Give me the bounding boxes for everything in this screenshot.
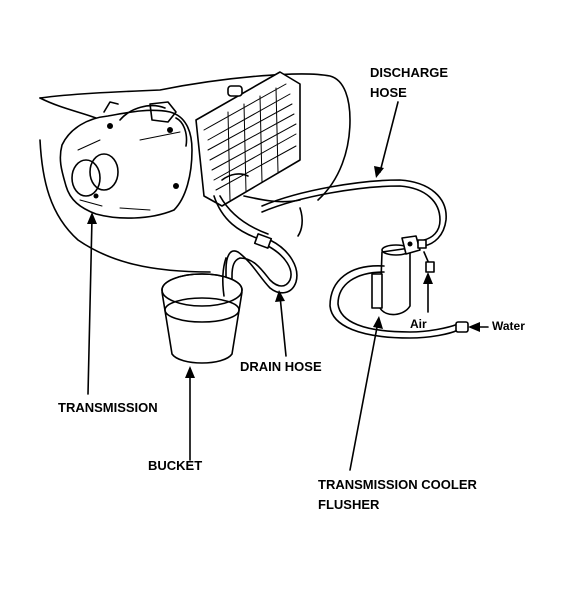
- bucket-label: BUCKET: [148, 458, 203, 473]
- drain-hose: [225, 233, 298, 294]
- flusher-loop-hose: [329, 265, 469, 339]
- water-label: Water: [492, 319, 525, 333]
- discharge-hose: [261, 179, 447, 247]
- flusher-label-line1: TRANSMISSION COOLER: [318, 477, 477, 492]
- vehicle-body: [39, 73, 351, 273]
- air-label: Air: [410, 317, 427, 331]
- drain-hose-label: DRAIN HOSE: [240, 359, 322, 374]
- flusher-label-line2: FLUSHER: [318, 497, 380, 512]
- transmission: [59, 101, 193, 219]
- pointer-arrows: [87, 101, 489, 471]
- cooler-flusher: [371, 235, 435, 316]
- discharge-hose-label-line2: HOSE: [370, 85, 407, 100]
- bucket: [161, 257, 243, 364]
- transmission-label: TRANSMISSION: [58, 400, 158, 415]
- radiator: [195, 71, 301, 207]
- discharge-hose-label-line1: DISCHARGE: [370, 65, 449, 80]
